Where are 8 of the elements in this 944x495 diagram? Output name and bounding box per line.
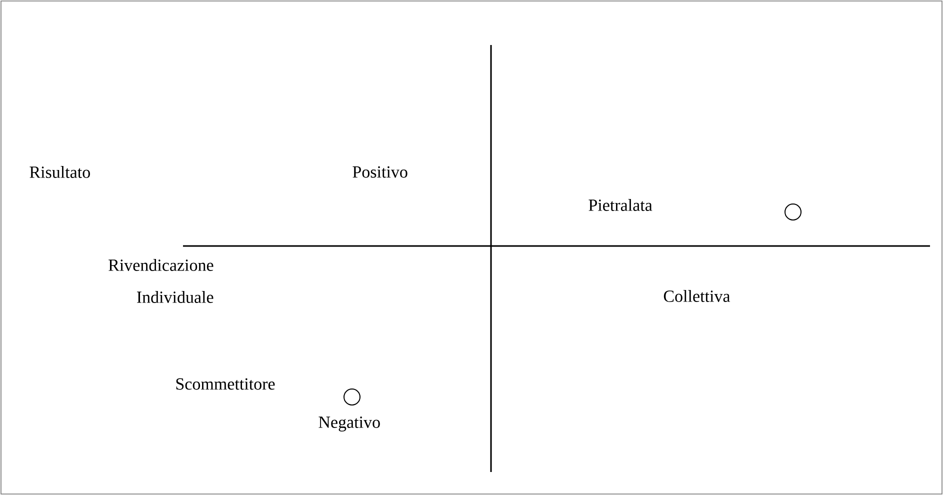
axis-label: Collettiva xyxy=(664,290,730,302)
axis-label: Individuale xyxy=(137,291,214,303)
axis-label: Pietralata xyxy=(588,199,652,211)
axis-label: Rivendicazione xyxy=(108,259,214,271)
axis-label: Scommettitore xyxy=(176,378,275,390)
axis-label: Risultato xyxy=(30,166,90,178)
axis-label: Positivo xyxy=(352,166,408,178)
axis-label: Negativo xyxy=(318,416,380,432)
